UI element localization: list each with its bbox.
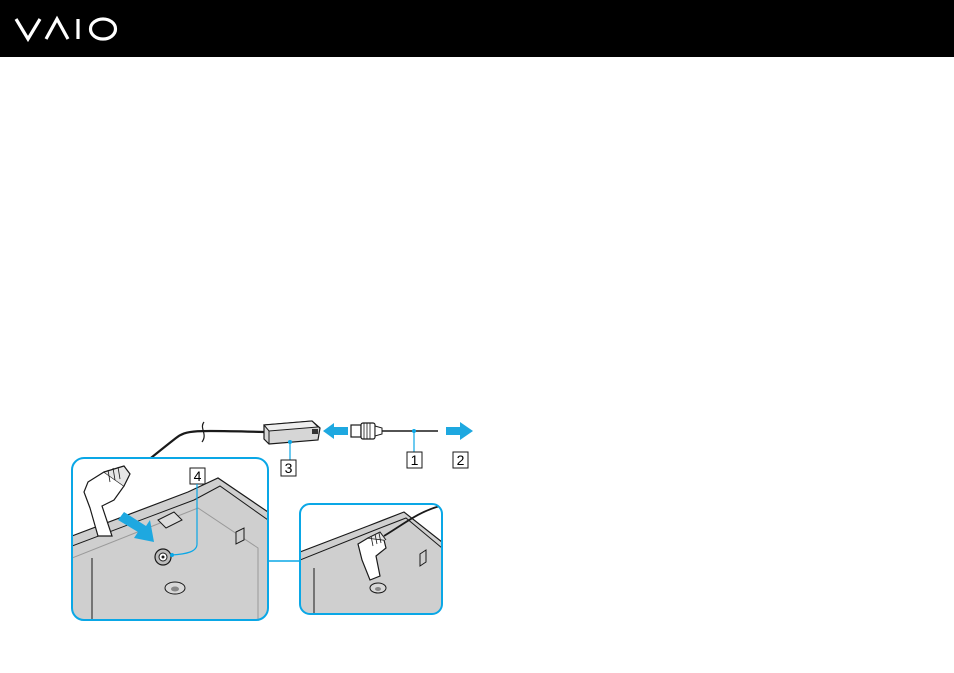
callout-3: 3 [285, 460, 293, 476]
insert-arrow-icon [323, 423, 348, 439]
ac-adapter-connection-diagram: 3 1 2 4 [68, 408, 482, 624]
vaio-logo [14, 14, 120, 44]
callout-4: 4 [194, 468, 202, 484]
power-plug-icon [351, 423, 382, 439]
outlet-arrow-icon [446, 422, 473, 440]
callout-2: 2 [457, 452, 465, 468]
connected-view-inset [300, 504, 442, 614]
ac-adapter-icon [264, 421, 320, 444]
page-header [0, 0, 954, 57]
computer-dc-in-panel [72, 458, 268, 620]
callout-1: 1 [411, 452, 419, 468]
